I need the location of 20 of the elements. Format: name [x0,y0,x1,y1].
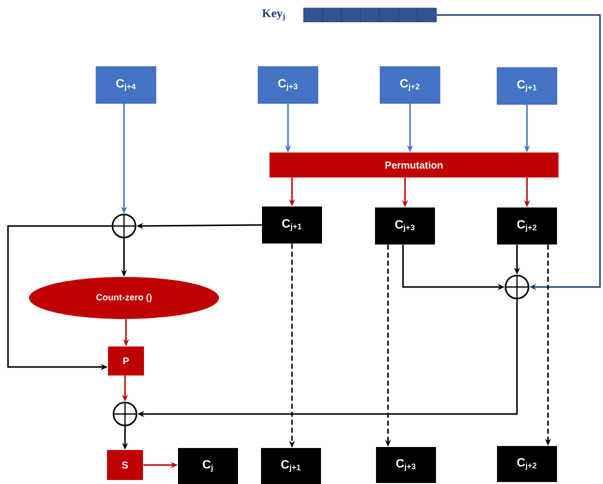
process-box: P [108,346,144,376]
permutation-bar: Permutation [270,152,558,178]
xor-symbol [504,274,530,300]
key-label: Key$_{j}$ [262,9,285,21]
block-box: C$_{j}$ [178,448,238,484]
input-box: C$_{j+1}$ [496,67,558,105]
block-box: C$_{j+1}$ [262,206,322,244]
key-register [303,8,437,22]
block-box: C$_{j+2}$ [497,446,557,482]
input-box: C$_{j+3}$ [258,66,318,104]
input-box: C$_{j+4}$ [96,66,156,104]
block-box: C$_{j+3}$ [376,447,436,483]
xor-symbol [112,402,138,426]
arrow [436,14,601,290]
process-box: S [107,450,143,480]
block-box: C$_{j+1}$ [261,448,321,484]
block-box: C$_{j+3}$ [375,208,435,244]
input-box: C$_{j+2}$ [380,66,440,104]
block-box: C$_{j+2}$ [497,208,557,244]
xor-symbol [112,214,136,238]
